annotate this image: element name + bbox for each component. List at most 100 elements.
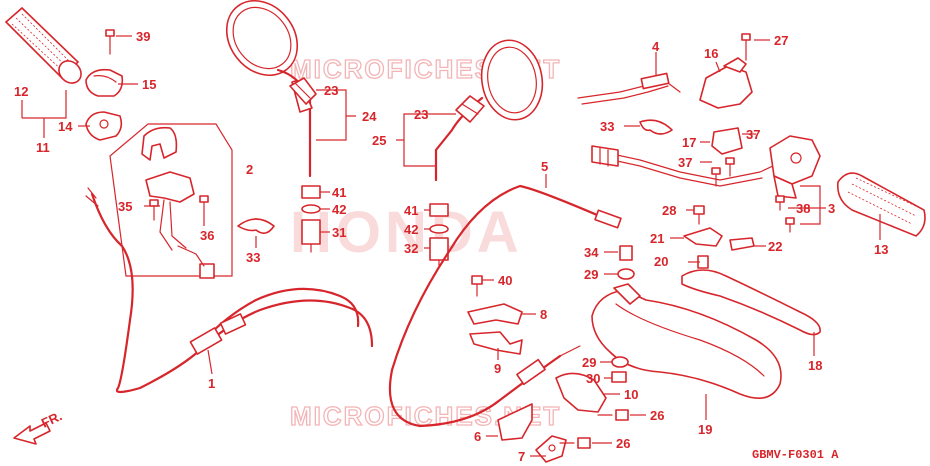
harness-right-part bbox=[591, 145, 791, 187]
callout-32: 32 bbox=[404, 241, 418, 256]
callout-labels: 39 15 12 14 11 2 35 36 33 1 23 24 41 42 … bbox=[14, 29, 888, 464]
lever-18-part bbox=[681, 269, 821, 336]
callout-22: 22 bbox=[768, 239, 782, 254]
bolt-40-part bbox=[471, 275, 483, 297]
callout-20: 20 bbox=[654, 254, 668, 269]
callout-30: 30 bbox=[586, 371, 600, 386]
callout-5: 5 bbox=[541, 159, 548, 174]
callout-9: 9 bbox=[494, 361, 501, 376]
left-grip-part bbox=[4, 6, 82, 84]
callout-27: 27 bbox=[774, 33, 788, 48]
callout-11: 11 bbox=[36, 140, 50, 155]
screw-38-part bbox=[775, 195, 795, 233]
callout-16: 16 bbox=[704, 46, 718, 61]
callout-33-left: 33 bbox=[246, 250, 260, 265]
callout-42-right: 42 bbox=[404, 222, 418, 237]
bolt-26-a-part bbox=[597, 409, 629, 421]
nut-29-top-part bbox=[617, 268, 635, 280]
screw-37-b-part bbox=[711, 167, 721, 187]
callout-8: 8 bbox=[540, 307, 547, 322]
callout-7: 7 bbox=[518, 449, 525, 464]
callout-6: 6 bbox=[474, 429, 481, 444]
band-33-left-part bbox=[237, 218, 275, 234]
switch-17-part bbox=[711, 127, 743, 155]
holder-16-part bbox=[699, 57, 753, 109]
callout-26-b: 26 bbox=[616, 436, 630, 451]
diagram-code: GBMV-F0301 A bbox=[752, 448, 839, 462]
bolt-28-part bbox=[693, 205, 705, 225]
callout-23-left: 23 bbox=[324, 83, 338, 98]
nut-41-right-part bbox=[429, 203, 449, 217]
boot-23-right-part bbox=[455, 95, 485, 123]
throttle-housing-lower-part bbox=[85, 111, 123, 141]
bracket-6-part bbox=[497, 403, 533, 441]
callout-1: 1 bbox=[208, 376, 215, 391]
callout-23-right: 23 bbox=[414, 107, 428, 122]
callout-28: 28 bbox=[662, 203, 676, 218]
pad-22-part bbox=[729, 237, 755, 251]
screw-27-part bbox=[741, 33, 751, 61]
bolt-26-b-part bbox=[559, 437, 591, 449]
nut-29-bottom-part bbox=[611, 356, 629, 368]
group-2-outline bbox=[109, 123, 233, 277]
switch-assembly-part bbox=[145, 171, 215, 279]
band-33-right-part bbox=[639, 119, 673, 135]
switch-21-part bbox=[683, 227, 723, 247]
callout-33-right: 33 bbox=[600, 119, 614, 134]
callout-41-right: 41 bbox=[404, 203, 418, 218]
callout-17: 17 bbox=[682, 135, 696, 150]
washer-42-right-part bbox=[429, 224, 449, 234]
callout-15: 15 bbox=[142, 77, 156, 92]
adapter-32-part bbox=[429, 237, 449, 269]
callout-10: 10 bbox=[624, 387, 638, 402]
bracket-8-part bbox=[467, 303, 523, 325]
switch-cover-part bbox=[141, 126, 178, 161]
callout-2: 2 bbox=[246, 162, 253, 177]
callout-19: 19 bbox=[698, 422, 712, 437]
callout-26-a: 26 bbox=[650, 408, 664, 423]
callout-29-top: 29 bbox=[584, 267, 598, 282]
callout-21: 21 bbox=[650, 231, 664, 246]
leader-lines bbox=[21, 35, 881, 457]
right-grip-part bbox=[836, 172, 926, 237]
callout-41-left: 41 bbox=[332, 185, 346, 200]
screw-35-part bbox=[149, 199, 159, 221]
screw-36-part bbox=[199, 195, 209, 219]
callout-35: 35 bbox=[118, 199, 132, 214]
callout-39: 39 bbox=[136, 29, 150, 44]
callout-13: 13 bbox=[874, 242, 888, 257]
front-arrow-label: FR. bbox=[39, 408, 64, 430]
washer-42-left-part bbox=[301, 204, 321, 214]
callout-34: 34 bbox=[584, 245, 599, 260]
clamp-10-part bbox=[555, 372, 607, 413]
callout-25: 25 bbox=[372, 133, 386, 148]
callout-42-left: 42 bbox=[332, 202, 346, 217]
callout-38: 38 bbox=[796, 201, 810, 216]
callout-14: 14 bbox=[58, 119, 73, 134]
callout-31: 31 bbox=[332, 225, 346, 240]
collar-30-part bbox=[611, 371, 627, 383]
callout-3: 3 bbox=[828, 201, 835, 216]
wire-4-part bbox=[577, 72, 681, 105]
boot-23-left-part bbox=[289, 77, 317, 105]
callout-4: 4 bbox=[652, 39, 660, 54]
screw-39-part bbox=[105, 29, 115, 55]
callout-40: 40 bbox=[498, 273, 512, 288]
callout-12: 12 bbox=[14, 84, 28, 99]
screw-37-a-part bbox=[725, 157, 735, 177]
throttle-housing-upper-part bbox=[85, 68, 124, 97]
cable-5-part bbox=[388, 184, 622, 428]
callout-24: 24 bbox=[362, 109, 377, 124]
callout-36: 36 bbox=[200, 228, 214, 243]
callout-29-bottom: 29 bbox=[582, 355, 596, 370]
throttle-cable-part bbox=[85, 187, 374, 394]
switch-housing-3-part bbox=[769, 135, 821, 199]
bracket-9-part bbox=[469, 331, 523, 355]
callout-37-a: 37 bbox=[746, 127, 760, 142]
callout-18: 18 bbox=[808, 358, 822, 373]
bracket-7-part bbox=[535, 435, 567, 463]
callout-37-b: 37 bbox=[678, 155, 692, 170]
bolt-34-part bbox=[619, 245, 633, 261]
